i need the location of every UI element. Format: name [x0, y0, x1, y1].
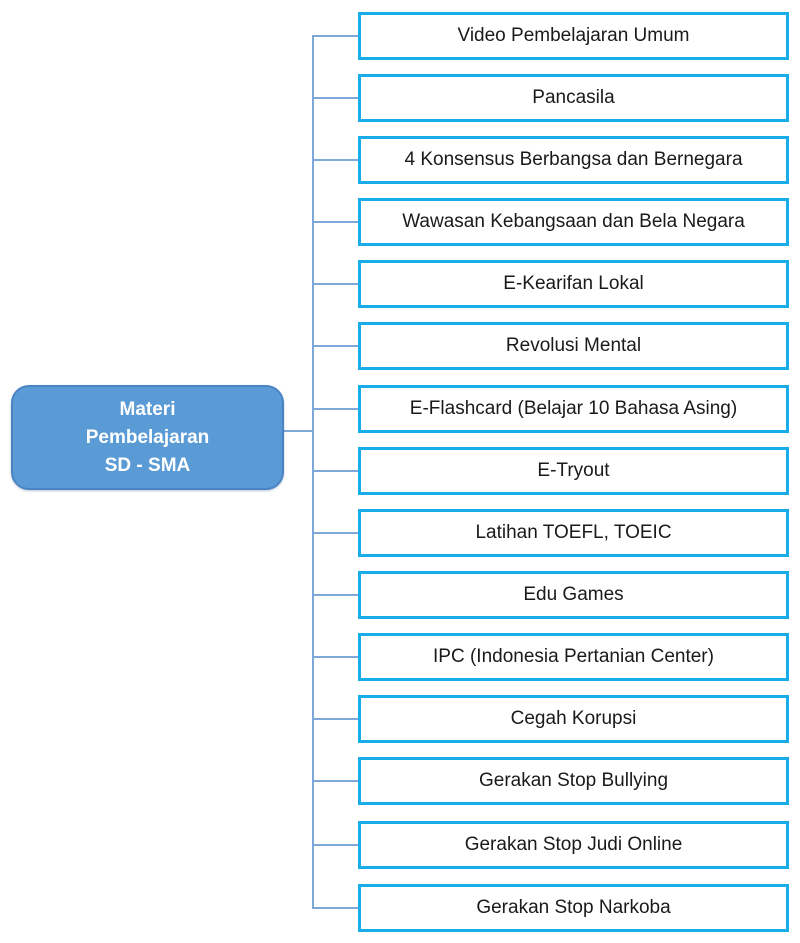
child-node-cegah-korupsi: Cegah Korupsi [358, 695, 789, 743]
child-node-label: E-Tryout [537, 460, 610, 481]
child-node-e-tryout: E-Tryout [358, 447, 789, 495]
branch-line-15 [313, 907, 358, 909]
child-node-label: E-Kearifan Lokal [503, 273, 644, 294]
branch-line-10 [313, 594, 358, 596]
child-node-label: Latihan TOEFL, TOEIC [475, 522, 672, 543]
child-node-pancasila: Pancasila [358, 74, 789, 122]
child-node-4-konsensus: 4 Konsensus Berbangsa dan Bernegara [358, 136, 789, 184]
branch-line-13 [313, 780, 358, 782]
child-node-edu-games: Edu Games [358, 571, 789, 619]
branch-line-3 [313, 159, 358, 161]
child-node-gerakan-stop-narkoba: Gerakan Stop Narkoba [358, 884, 789, 932]
child-node-label: Pancasila [532, 87, 615, 108]
root-connector-line [283, 430, 313, 432]
branch-line-1 [313, 35, 358, 37]
child-node-label: 4 Konsensus Berbangsa dan Bernegara [404, 149, 743, 170]
child-node-label: Wawasan Kebangsaan dan Bela Negara [402, 211, 745, 232]
child-node-gerakan-stop-judi-online: Gerakan Stop Judi Online [358, 821, 789, 869]
branch-line-2 [313, 97, 358, 99]
branch-line-14 [313, 844, 358, 846]
branch-line-7 [313, 408, 358, 410]
child-node-gerakan-stop-bullying: Gerakan Stop Bullying [358, 757, 789, 805]
child-node-e-flashcard: E-Flashcard (Belajar 10 Bahasa Asing) [358, 385, 789, 433]
root-node-label-line-2: Pembelajaran [85, 426, 210, 448]
child-node-revolusi-mental: Revolusi Mental [358, 322, 789, 370]
trunk-line [312, 35, 314, 909]
child-node-wawasan-kebangsaan: Wawasan Kebangsaan dan Bela Negara [358, 198, 789, 246]
child-node-label: E-Flashcard (Belajar 10 Bahasa Asing) [409, 398, 738, 419]
branch-line-4 [313, 221, 358, 223]
root-node-label-line-1: Materi [119, 398, 176, 420]
child-node-video-pembelajaran-umum: Video Pembelajaran Umum [358, 12, 789, 60]
branch-line-12 [313, 718, 358, 720]
child-node-label: Gerakan Stop Bullying [478, 770, 669, 791]
child-node-latihan-toefl-toeic: Latihan TOEFL, TOEIC [358, 509, 789, 557]
child-node-label: Video Pembelajaran Umum [457, 25, 690, 46]
branch-line-8 [313, 470, 358, 472]
child-node-label: IPC (Indonesia Pertanian Center) [433, 646, 714, 667]
root-node-label-line-3: SD - SMA [104, 454, 191, 476]
child-node-ipc: IPC (Indonesia Pertanian Center) [358, 633, 789, 681]
branch-line-9 [313, 532, 358, 534]
child-node-label: Edu Games [523, 584, 624, 605]
child-node-label: Gerakan Stop Narkoba [476, 897, 671, 918]
branch-line-11 [313, 656, 358, 658]
child-node-e-kearifan-lokal: E-Kearifan Lokal [358, 260, 789, 308]
child-node-label: Revolusi Mental [505, 335, 642, 356]
branch-line-5 [313, 283, 358, 285]
branch-line-6 [313, 345, 358, 347]
child-node-label: Cegah Korupsi [510, 708, 637, 729]
child-node-label: Gerakan Stop Judi Online [464, 834, 683, 855]
root-node-materi-pembelajaran: Materi Pembelajaran SD - SMA [11, 385, 284, 490]
